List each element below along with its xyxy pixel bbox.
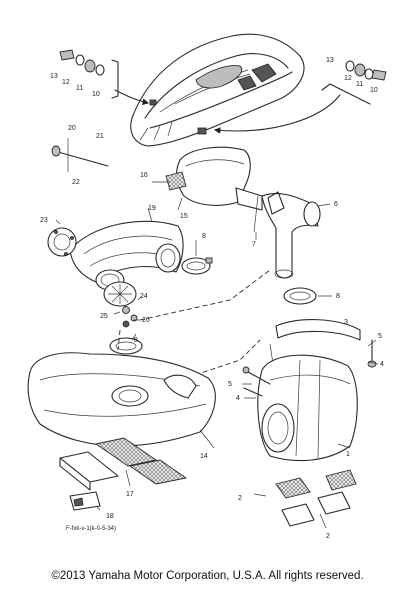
callout-c21: 21 — [96, 133, 104, 140]
callout-c12b: 12 — [344, 75, 352, 82]
drain-plug-assembly-right — [321, 60, 387, 105]
callout-labels: 13 12 11 10 13 12 11 10 20 21 22 16 15 7… — [40, 57, 384, 540]
callout-c11a: 11 — [76, 85, 83, 92]
callout-c7: 7 — [252, 241, 256, 248]
filter-mesh-pads — [94, 437, 188, 485]
callout-c13a: 13 — [50, 73, 58, 80]
callout-c10a: 10 — [92, 91, 100, 98]
hose-clamp-upper — [181, 257, 213, 275]
watercraft-hull — [130, 33, 305, 147]
air-intake-box — [165, 146, 263, 211]
foam-block — [59, 451, 119, 491]
callout-c8b: 8 — [134, 337, 138, 344]
callout-c20: 20 — [68, 125, 76, 132]
callout-c2a: 2 — [238, 495, 242, 502]
callout-c5a: 5 — [378, 333, 382, 340]
hose-clamp-rings — [95, 269, 137, 307]
callout-c15: 15 — [180, 213, 188, 220]
callout-c19: 19 — [148, 205, 156, 212]
callout-c1: 1 — [346, 451, 350, 458]
callout-c26: 26 — [142, 317, 150, 324]
callout-c4b: 4 — [236, 395, 240, 402]
callout-c14: 14 — [200, 453, 208, 460]
callout-c22: 22 — [72, 179, 80, 186]
label-plate — [69, 491, 101, 511]
hose-clamp-right — [283, 287, 317, 305]
callout-c4a: 4 — [380, 361, 384, 368]
resonator-canister — [257, 354, 358, 462]
bend-pipe — [253, 191, 321, 279]
water-lock-box — [27, 352, 216, 447]
rubber-hose — [69, 220, 184, 283]
callout-c10b: 10 — [370, 87, 378, 94]
callout-c18: 18 — [106, 513, 114, 520]
callout-c8c: 8 — [336, 293, 340, 300]
leader-lines — [55, 181, 379, 529]
callout-c23: 23 — [40, 217, 48, 224]
callout-c24: 24 — [140, 293, 148, 300]
small-fasteners — [122, 306, 138, 328]
reference-lines — [117, 269, 271, 381]
grommet-pads — [275, 469, 357, 527]
callout-c11b: 11 — [356, 81, 363, 88]
callout-c2b: 2 — [326, 533, 330, 540]
callout-c12a: 12 — [62, 79, 70, 86]
drain-plug-assembly-left — [59, 49, 119, 99]
parts-diagram: 13 12 11 10 13 12 11 10 20 21 22 16 15 7… — [27, 33, 387, 540]
long-bolt-assembly — [51, 138, 109, 172]
callout-c8a: 8 — [202, 233, 206, 240]
callout-c25: 25 — [100, 313, 108, 320]
callout-c5b: 5 — [228, 381, 232, 388]
flange-plate — [47, 227, 77, 257]
leader-arrow-right — [213, 94, 341, 134]
bolt-set-center — [242, 366, 271, 397]
copyright-notice: ©2013 Yamaha Motor Corporation, U.S.A. A… — [51, 570, 364, 582]
callout-c13b: 13 — [326, 57, 334, 64]
callout-c6: 6 — [334, 201, 338, 208]
figure-code: F-fxk-v-1(k-0-5-34) — [66, 526, 116, 532]
callout-c3: 3 — [344, 319, 348, 326]
callout-c16: 16 — [140, 172, 148, 179]
callout-c17: 17 — [126, 491, 134, 498]
